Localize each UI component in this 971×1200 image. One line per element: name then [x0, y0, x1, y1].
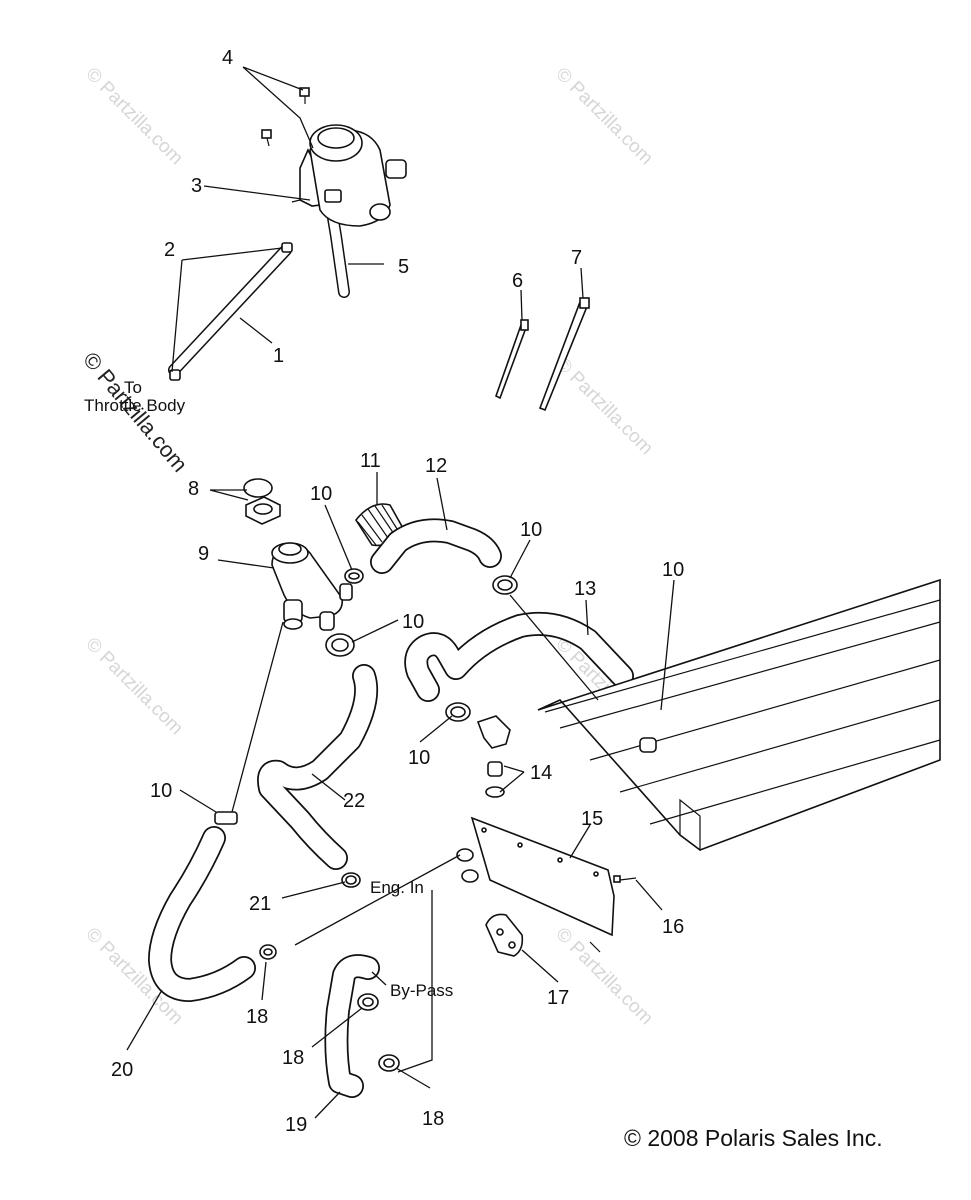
callout-9: 9: [198, 543, 209, 565]
part-10-clamp: [344, 568, 364, 584]
callout-21: 21: [249, 893, 271, 915]
part-15-bracket: [456, 816, 615, 937]
callout-18: 18: [422, 1108, 444, 1130]
callout-12: 12: [425, 455, 447, 477]
leader-lines: [126, 66, 675, 1119]
part-19-hose: [324, 954, 380, 1098]
callout-14: 14: [530, 762, 552, 784]
callout-4: 4: [222, 47, 233, 69]
callout-10: 10: [310, 483, 332, 505]
callout-10: 10: [408, 747, 430, 769]
part-13-hose: [404, 611, 634, 702]
callout-8: 8: [188, 478, 199, 500]
part-17-spacer: [485, 913, 524, 957]
callout-18: 18: [282, 1047, 304, 1069]
callout-20: 20: [111, 1059, 133, 1081]
callout-10: 10: [520, 519, 542, 541]
part-21-clamp: [341, 872, 361, 888]
callout-19: 19: [285, 1114, 307, 1136]
callout-10: 10: [150, 780, 172, 802]
callout-22: 22: [343, 790, 365, 812]
part-10-clamp: [492, 575, 518, 595]
callout-11: 11: [360, 450, 381, 472]
callout-5: 5: [398, 256, 409, 278]
callout-15: 15: [581, 808, 603, 830]
part-10-clamp: [325, 633, 355, 657]
diagram-notes: To Throttle Body Eng. In By-Pass: [84, 378, 453, 1000]
callout-10: 10: [402, 611, 424, 633]
part-7-strap: [538, 297, 590, 412]
part-2-clamp: [169, 369, 181, 381]
callout-18: 18: [246, 1006, 268, 1028]
part-4-screw: [299, 87, 310, 104]
callout-7: 7: [571, 247, 582, 269]
part-18-clamp: [259, 944, 277, 960]
watermark: © Partzilla.com: [551, 64, 656, 169]
part-1-tube: [168, 244, 292, 376]
callout-13: 13: [574, 578, 596, 600]
part-4-screw: [261, 129, 272, 147]
overflow-bottle: [309, 124, 407, 227]
part-16-screw: [613, 875, 637, 883]
copyright-notice: © 2008 Polaris Sales Inc.: [624, 1125, 883, 1151]
part-10-clamp: [214, 811, 238, 825]
part-2-clamp: [281, 242, 293, 253]
part-20-hose: [148, 826, 256, 1002]
part-22-hose: [257, 664, 379, 870]
callout-1: 1: [273, 345, 284, 367]
callout-10: 10: [662, 559, 684, 581]
callout-2: 2: [164, 239, 175, 261]
watermark: © Partzilla.com: [81, 634, 186, 739]
callout-6: 6: [512, 270, 523, 292]
part-8-cap: [243, 478, 281, 525]
callout-16: 16: [662, 916, 684, 938]
callout-labels: 4 3 2 5 1 6 7 11 12 8 10 10 9 13 10 10 1…: [111, 47, 684, 1136]
note-throttle-body: Throttle Body: [84, 396, 186, 415]
frame-rail: [537, 578, 941, 852]
part-9-filler-neck: [271, 542, 353, 631]
screw: [589, 941, 601, 953]
part-12-hose: [370, 518, 502, 574]
note-by-pass: By-Pass: [390, 981, 453, 1000]
watermark: © Partzilla.com: [551, 354, 656, 459]
part-18-clamp: [378, 1054, 400, 1072]
callout-17: 17: [547, 987, 569, 1009]
watermark: © Partzilla.com: [81, 64, 186, 169]
note-to: To: [124, 378, 142, 397]
overflow-bottle-assembly: [168, 87, 407, 381]
part-6-strap: [495, 319, 529, 400]
part-14-thermostat: [476, 715, 511, 798]
part-18-clamp: [357, 993, 379, 1011]
note-eng-in: Eng. In: [370, 878, 424, 897]
watermark: © Partzilla.com: [551, 924, 656, 1029]
callout-3: 3: [191, 175, 202, 197]
